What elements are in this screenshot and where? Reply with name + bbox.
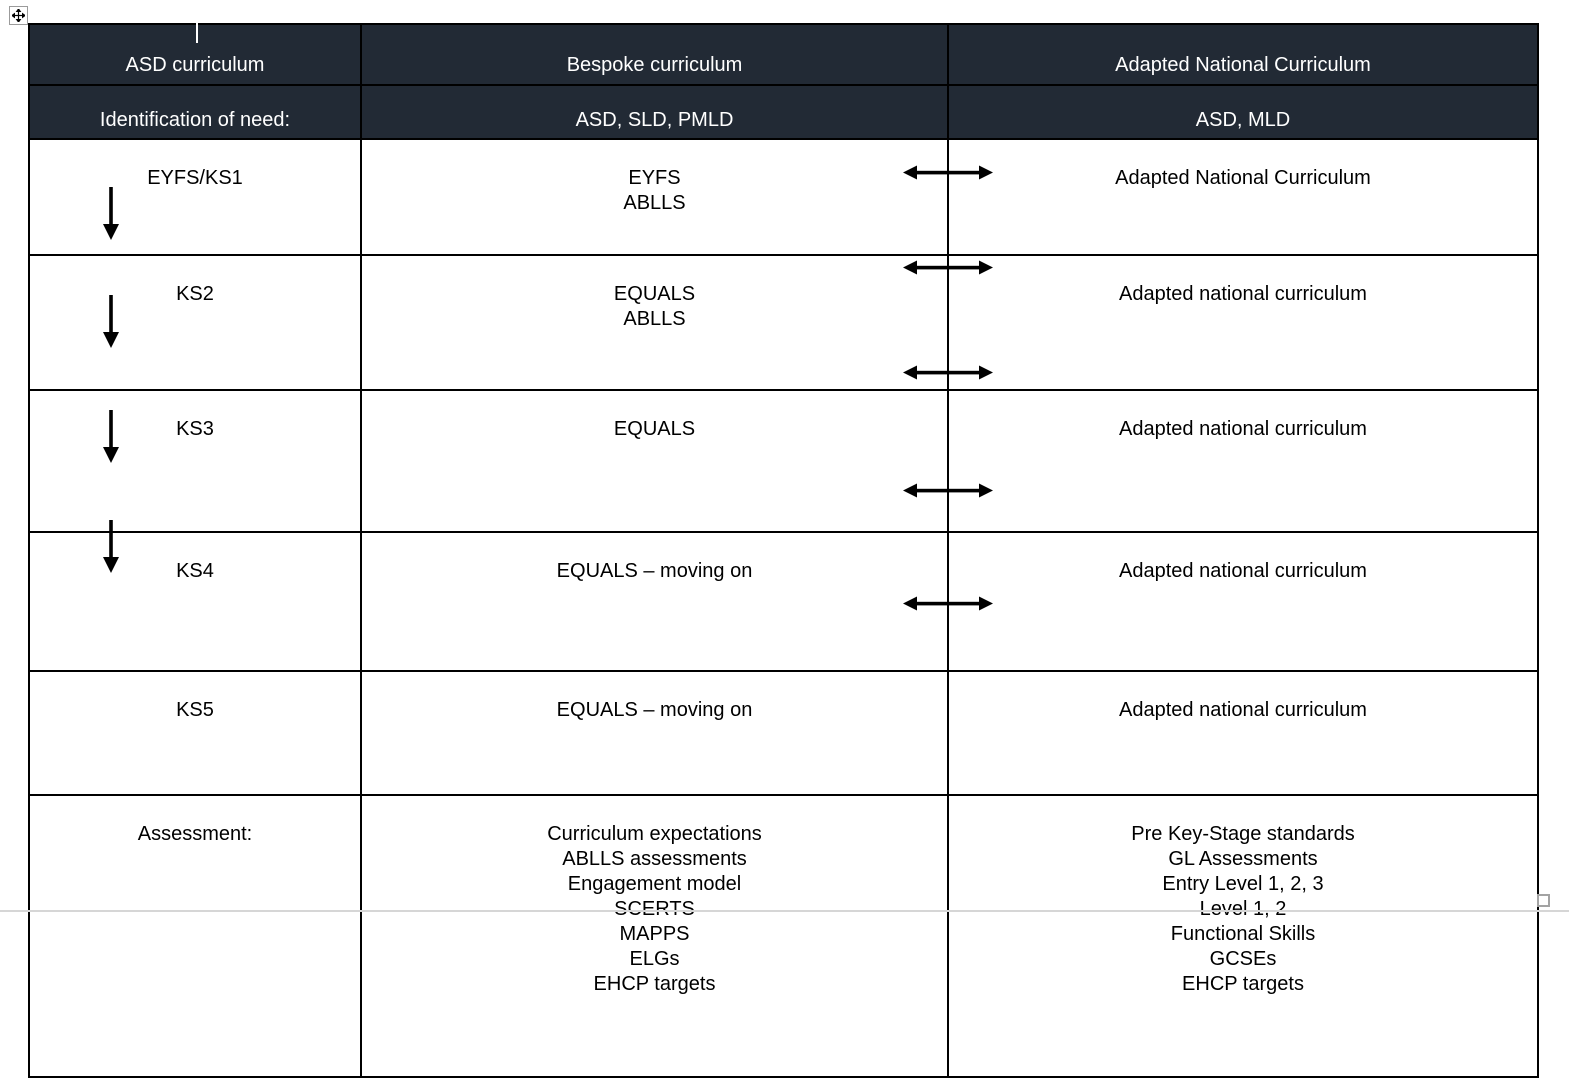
down-arrow-icon [103,520,119,573]
header-asd-mld[interactable]: ASD, MLD [947,84,1539,140]
stage-cell[interactable]: EYFS/KS1 [28,138,362,256]
header-asd-curriculum[interactable]: ASD curriculum [28,23,362,86]
left-right-arrow-icon [903,483,993,498]
down-arrow-icon [103,295,119,348]
table-row-ks3: KS3 EQUALS Adapted national curriculum [28,389,1539,533]
window-bottom-border [0,910,1569,912]
down-arrow-icon [103,410,119,463]
adapted-cell[interactable]: Adapted national curriculum [947,254,1539,391]
stage-cell[interactable]: KS5 [28,670,362,796]
adapted-cell[interactable]: Adapted national curriculum [947,670,1539,796]
down-arrow-icon [103,187,119,240]
bespoke-cell[interactable]: EYFS ABLLS [360,138,949,256]
move-icon [12,9,25,22]
table-move-handle[interactable] [9,6,28,25]
adapted-cell[interactable]: Adapted national curriculum [947,389,1539,533]
table-row-ks4: KS4 EQUALS – moving on Adapted national … [28,531,1539,672]
assessment-bespoke-cell[interactable]: Curriculum expectations ABLLS assessment… [360,794,949,1078]
table-row-ks2: KS2 EQUALS ABLLS Adapted national curric… [28,254,1539,391]
bespoke-cell[interactable]: EQUALS ABLLS [360,254,949,391]
stage-cell[interactable]: KS4 [28,531,362,672]
adapted-cell[interactable]: Adapted national curriculum [947,531,1539,672]
stage-cell[interactable]: KS3 [28,389,362,533]
header-row-need: Identification of need: ASD, SLD, PMLD A… [28,84,1539,140]
header-bespoke-curriculum[interactable]: Bespoke curriculum [360,23,949,86]
header-adapted-national-curriculum[interactable]: Adapted National Curriculum [947,23,1539,86]
table-row-ks5: KS5 EQUALS – moving on Adapted national … [28,670,1539,796]
text-cursor [196,21,198,43]
bespoke-cell[interactable]: EQUALS – moving on [360,670,949,796]
left-right-arrow-icon [903,596,993,611]
left-right-arrow-icon [903,365,993,380]
bespoke-cell[interactable]: EQUALS [360,389,949,533]
header-row-curriculum: ASD curriculum Bespoke curriculum Adapte… [28,23,1539,86]
document-page: ASD curriculum Bespoke curriculum Adapte… [0,6,1569,1078]
stage-cell[interactable]: KS2 [28,254,362,391]
header-identification-of-need[interactable]: Identification of need: [28,84,362,140]
assessment-label-cell[interactable]: Assessment: [28,794,362,1078]
table-resize-handle[interactable] [1537,894,1550,907]
curriculum-table: ASD curriculum Bespoke curriculum Adapte… [28,23,1539,1078]
table-row-eyfs-ks1: EYFS/KS1 EYFS ABLLS Adapted National Cur… [28,138,1539,256]
left-right-arrow-icon [903,260,993,275]
header-asd-sld-pmld[interactable]: ASD, SLD, PMLD [360,84,949,140]
left-right-arrow-icon [903,165,993,180]
table-row-assessment: Assessment: Curriculum expectations ABLL… [28,794,1539,1078]
assessment-adapted-cell[interactable]: Pre Key-Stage standards GL Assessments E… [947,794,1539,1078]
bespoke-cell[interactable]: EQUALS – moving on [360,531,949,672]
adapted-cell[interactable]: Adapted National Curriculum [947,138,1539,256]
